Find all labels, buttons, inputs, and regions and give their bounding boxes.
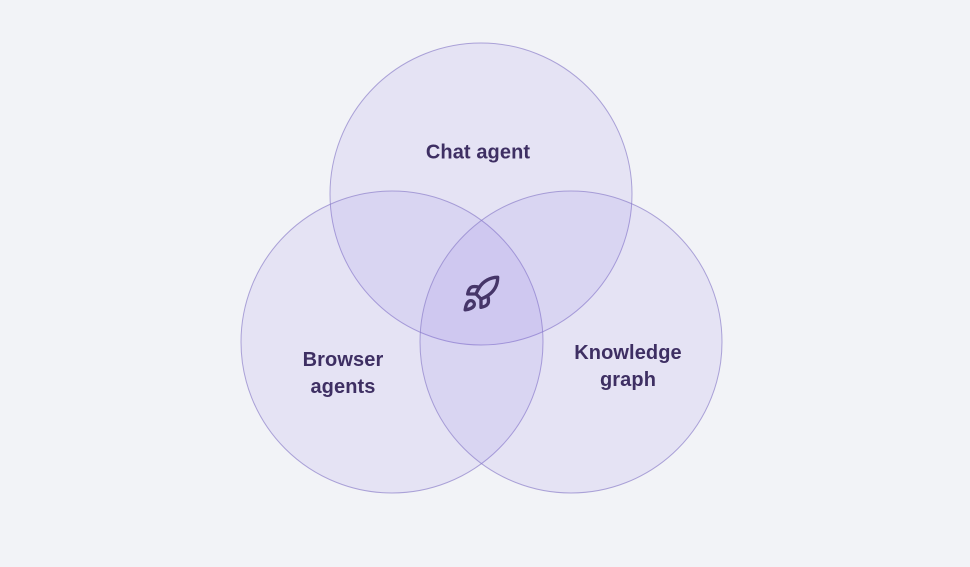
label-knowledge-graph: Knowledge graph: [574, 342, 682, 391]
circle-browser-agents: [240, 190, 544, 494]
rocket-icon: [463, 275, 500, 312]
circle-chat-agent: [329, 42, 633, 346]
label-browser-agents: Browser agents: [302, 349, 384, 398]
label-chat-agent: Chat agent: [425, 141, 531, 164]
circle-knowledge-graph: [419, 190, 723, 494]
